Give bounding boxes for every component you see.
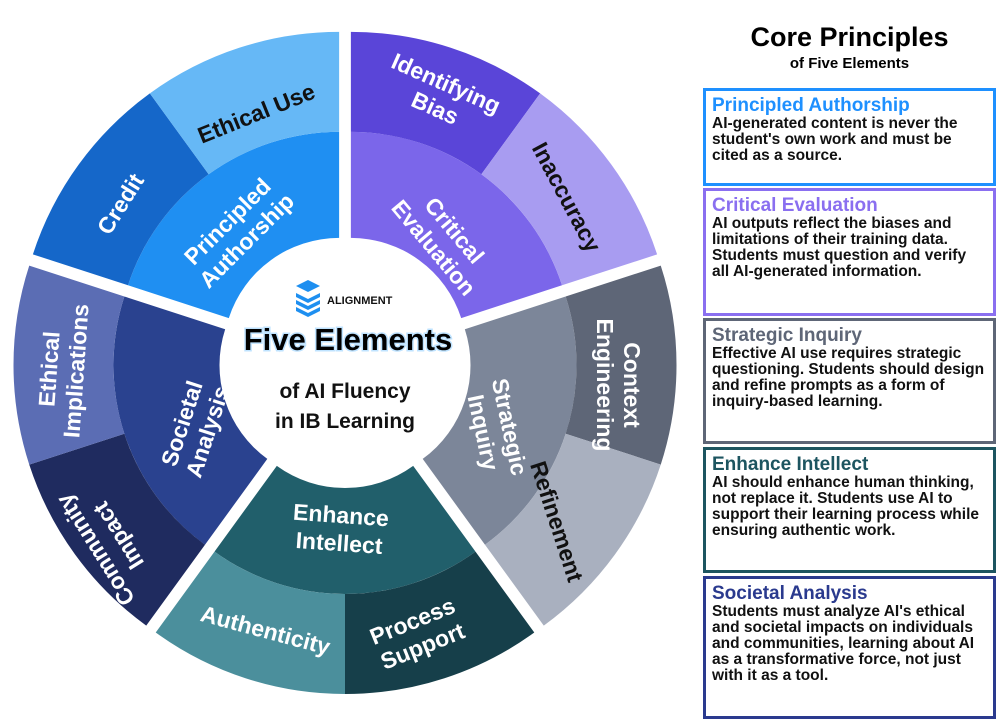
brand-name: ALIGNMENT bbox=[327, 295, 393, 307]
label-line: Ethical bbox=[34, 330, 65, 407]
principled-authorship-outer-a bbox=[32, 93, 209, 286]
enhance-intellect-inner-band bbox=[214, 465, 476, 595]
principle-text: Students must analyze AI's ethical and s… bbox=[712, 603, 975, 684]
panel-title: Core Principles bbox=[750, 22, 949, 52]
societal-analysis-outer-a bbox=[29, 433, 206, 626]
center-circle bbox=[229, 246, 461, 478]
principle-title: Societal Analysis bbox=[712, 583, 868, 604]
enhance-intellect-outer-a bbox=[345, 551, 535, 694]
societal-analysis-outer-b bbox=[13, 265, 125, 465]
subtitle-line-2: in IB Learning bbox=[275, 410, 415, 433]
sector-enhance-intellect bbox=[155, 465, 535, 694]
principle-title: Enhance Intellect bbox=[712, 454, 869, 475]
enhance-intellect-outer-b bbox=[155, 551, 345, 694]
label-line: Engineering bbox=[592, 319, 618, 452]
principle-title: Strategic Inquiry bbox=[712, 325, 862, 346]
principle-text: AI should enhance human thinking, not re… bbox=[712, 474, 979, 539]
principle-text: AI outputs reflect the biases and limita… bbox=[712, 215, 967, 280]
principle-text: AI-generated content is never the studen… bbox=[712, 115, 958, 164]
sector-critical-evaluation bbox=[350, 31, 658, 319]
sector-societal-analysis bbox=[13, 265, 268, 626]
strategic-inquiry-inner-band bbox=[422, 296, 577, 545]
five-elements-wheel: ALIGNMENT Five Elements of AI Fluency in… bbox=[13, 31, 677, 694]
principle-title: Critical Evaluation bbox=[712, 195, 878, 216]
principled-authorship-outer-b bbox=[149, 31, 340, 175]
panel-subtitle: of Five Elements bbox=[789, 55, 910, 72]
sector-principled-authorship bbox=[32, 31, 340, 319]
wheel-sectors bbox=[13, 31, 677, 694]
principle-title: Principled Authorship bbox=[712, 95, 910, 116]
label-line: Context bbox=[619, 342, 645, 428]
label-context-engineering: ContextEngineering bbox=[592, 319, 645, 452]
critical-evaluation-inner-band bbox=[350, 131, 563, 319]
critical-evaluation-outer-b bbox=[481, 93, 658, 286]
label-line: Intellect bbox=[295, 527, 384, 559]
critical-evaluation-outer-a bbox=[350, 31, 541, 175]
societal-analysis-inner-band bbox=[113, 296, 268, 545]
sector-strategic-inquiry bbox=[422, 265, 677, 626]
core-principles-panel: Core Principles of Five Elements bbox=[703, 0, 996, 72]
strategic-inquiry-outer-a bbox=[565, 265, 677, 465]
stack-icon bbox=[296, 280, 320, 317]
alignment-logo: ALIGNMENT bbox=[296, 280, 393, 317]
strategic-inquiry-outer-b bbox=[484, 433, 661, 626]
subtitle-line-1: of AI Fluency bbox=[279, 380, 410, 403]
principle-text: Effective AI use requires strategic ques… bbox=[712, 345, 985, 410]
main-title: Five Elements bbox=[244, 322, 452, 357]
principled-authorship-inner-band bbox=[127, 131, 340, 319]
